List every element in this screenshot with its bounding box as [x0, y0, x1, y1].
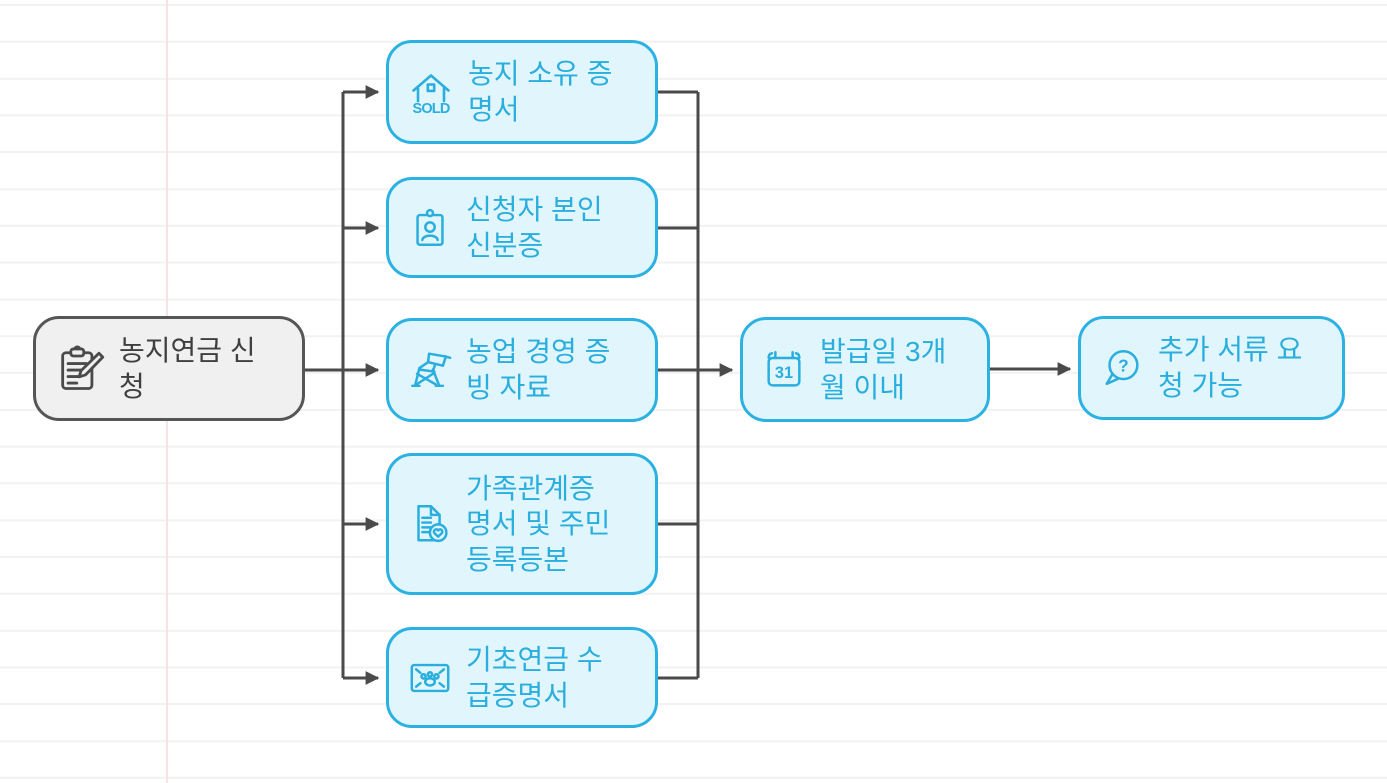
node-doc-farming-proof[interactable]: 농업 경영 증 빙 자료 — [386, 318, 658, 422]
question-bubble-icon: ? — [1105, 349, 1139, 386]
node-label: 기초연금 수 급증명서 — [466, 643, 603, 711]
svg-text:SOLD: SOLD — [412, 101, 449, 116]
node-issue-date-validity[interactable]: 31 발급일 3개 월 이내 — [740, 317, 990, 422]
node-doc-applicant-id[interactable]: 신청자 본인 신분증 — [386, 177, 658, 278]
calendar-31-icon: 31 — [767, 350, 801, 387]
svg-text:31: 31 — [775, 364, 793, 382]
svg-text:?: ? — [1118, 355, 1129, 375]
farmer-seeder-icon — [411, 352, 452, 388]
node-label: 농업 경영 증 빙 자료 — [466, 336, 611, 403]
node-label: 농지 소유 증 명서 — [468, 58, 613, 125]
node-pension-application[interactable]: 농지연금 신 청 — [33, 316, 305, 421]
node-doc-basic-pension-cert[interactable]: 기초연금 수 급증명서 — [386, 627, 658, 728]
document-heart-icon — [417, 505, 448, 543]
node-label: 가족관계증 명서 및 주민 등록등본 — [466, 472, 611, 575]
node-label: 추가 서류 요 청 가능 — [1158, 334, 1303, 401]
node-label: 신청자 본인 신분증 — [466, 193, 603, 261]
banknote-paw-icon — [410, 663, 450, 692]
node-doc-family-certificates[interactable]: 가족관계증 명서 및 주민 등록등본 — [386, 453, 658, 595]
node-label: 농지연금 신 청 — [119, 334, 256, 402]
node-doc-farmland-ownership[interactable]: SOLD 농지 소유 증 명서 — [386, 40, 658, 144]
node-extra-documents-possible[interactable]: ? 추가 서류 요 청 가능 — [1078, 316, 1345, 420]
clipboard-pencil-icon — [61, 344, 105, 390]
id-badge-icon — [416, 208, 444, 246]
house-sold-icon: SOLD — [412, 74, 451, 116]
node-label: 발급일 3개 월 이내 — [820, 335, 947, 403]
